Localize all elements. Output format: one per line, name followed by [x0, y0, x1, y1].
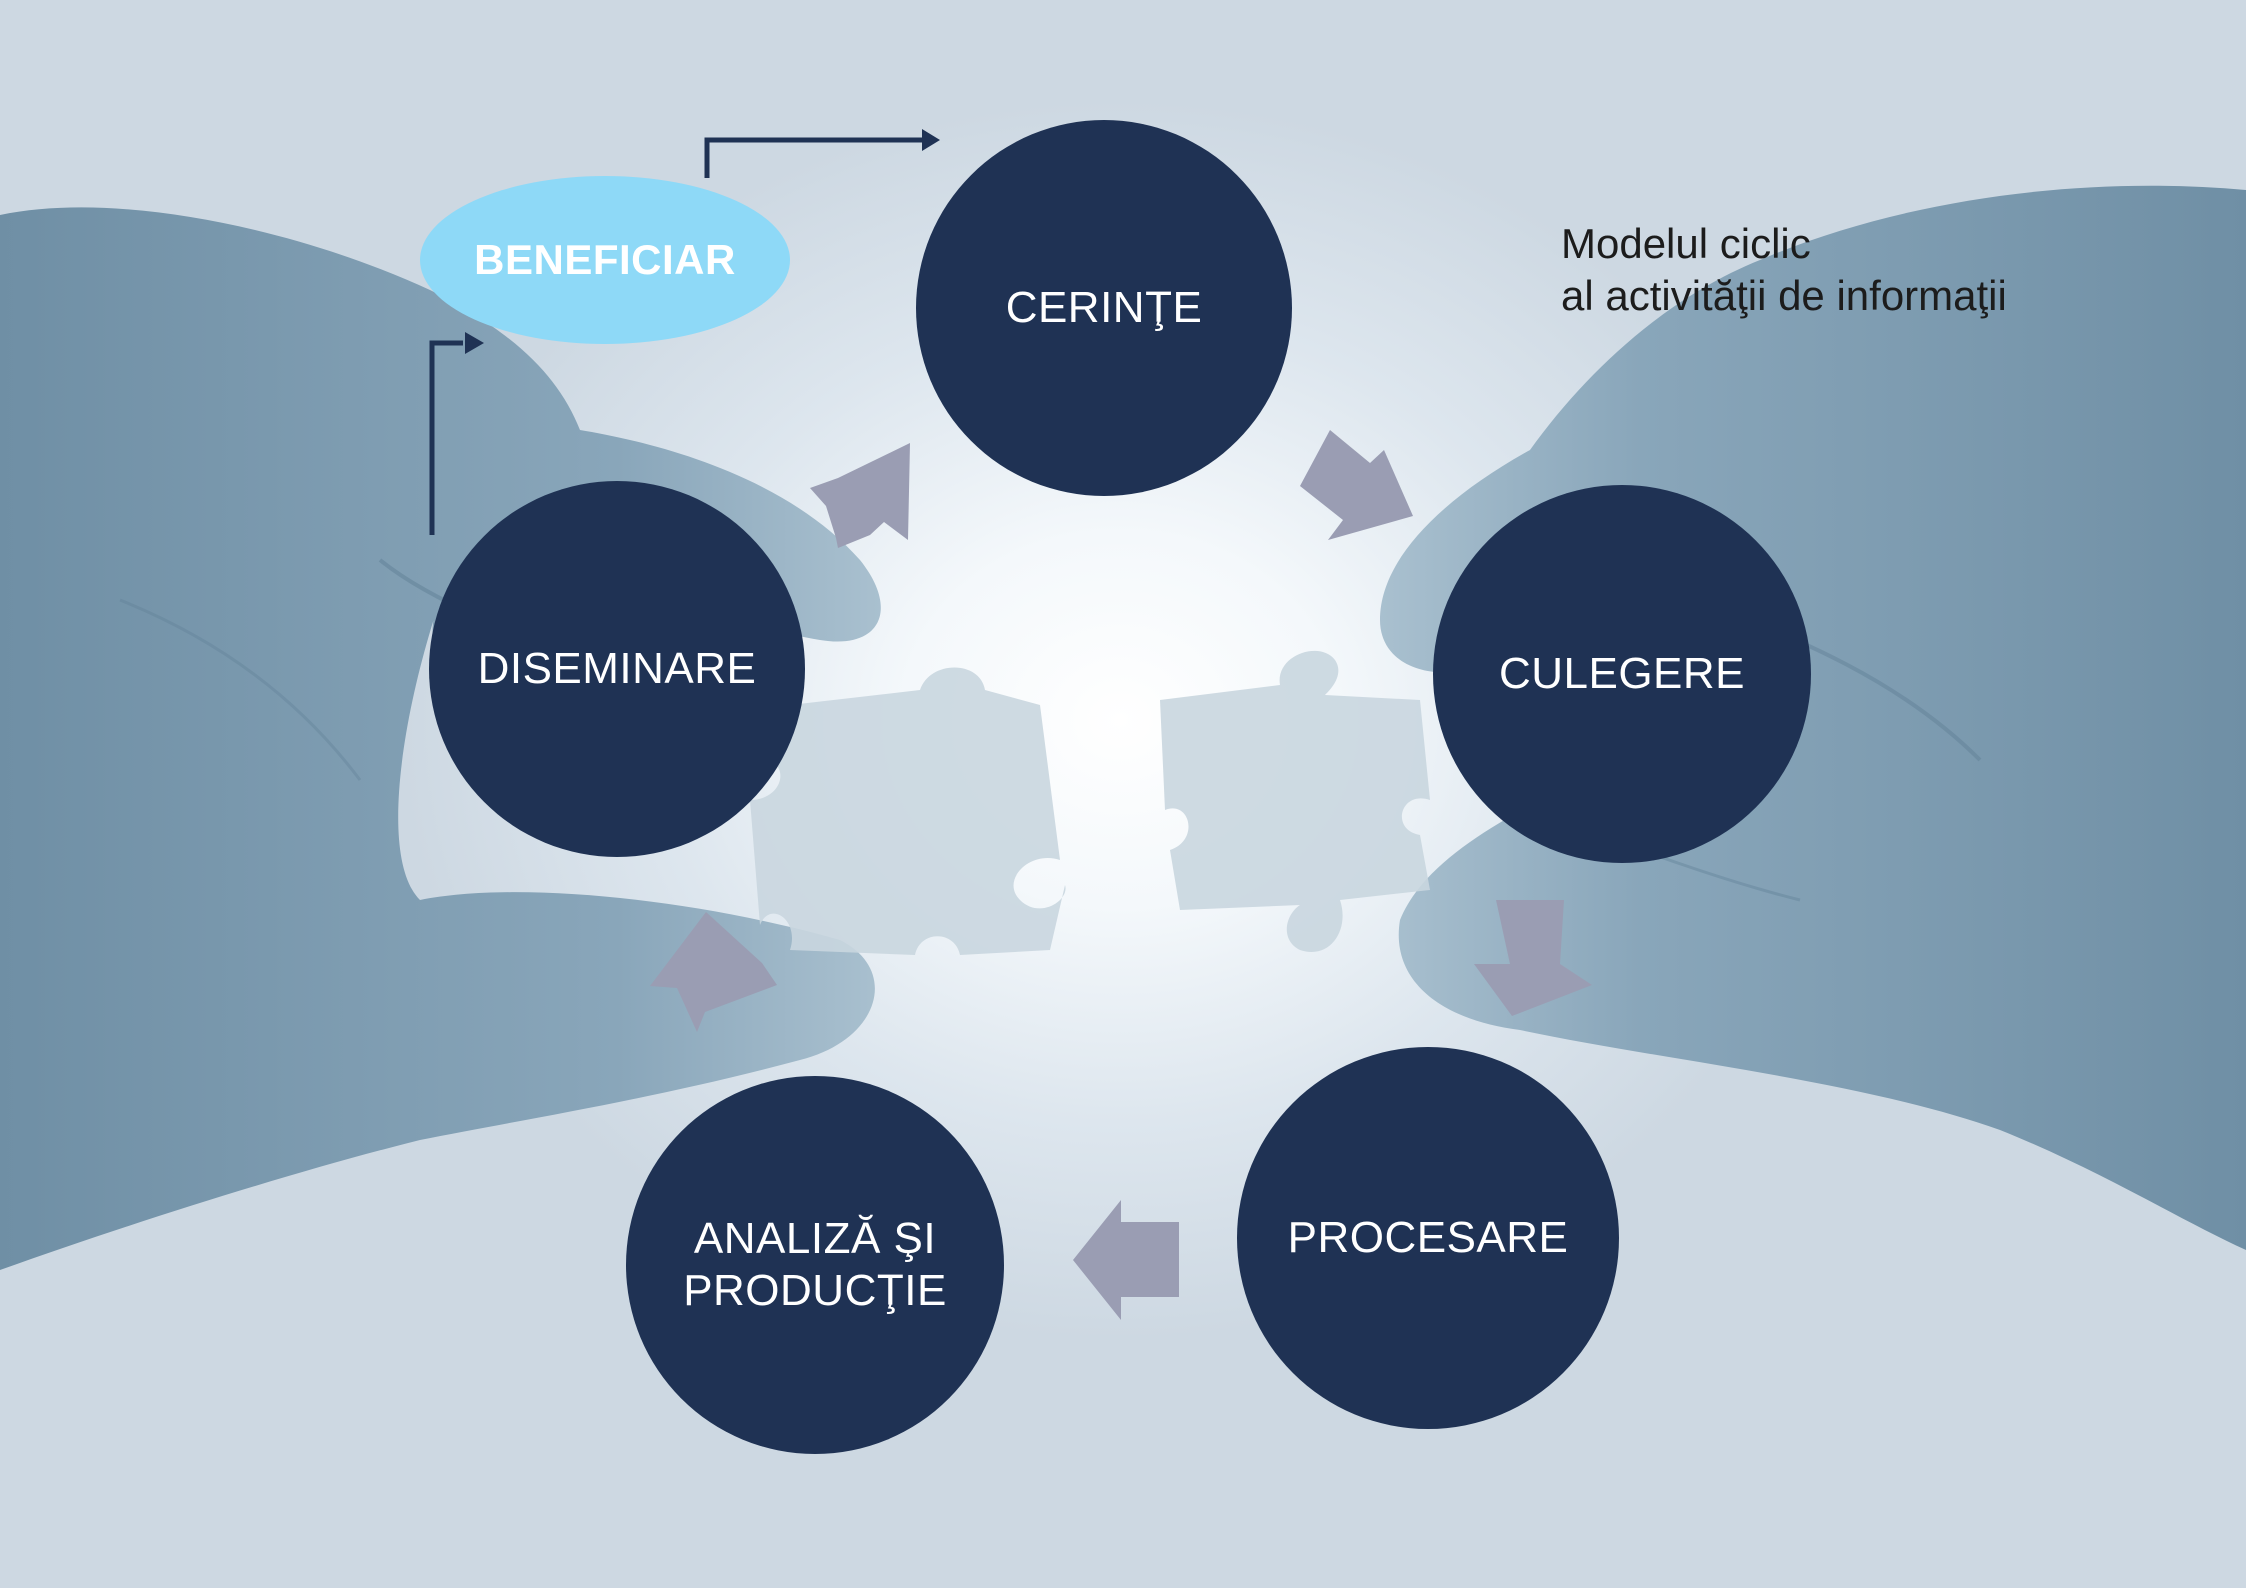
- diagram-title: Modelul ciclic al activităţii de informa…: [1561, 218, 2121, 322]
- stage-culegere: CULEGERE: [1433, 485, 1811, 863]
- stage-label-cerinte: CERINŢE: [1005, 283, 1203, 332]
- arrowhead-to-cerinte: [922, 129, 940, 151]
- stage-cerinte: CERINŢE: [916, 120, 1292, 496]
- stage-label-culegere: CULEGERE: [1498, 649, 1746, 698]
- title-line-1: Modelul ciclic: [1561, 220, 1811, 267]
- beneficiary-label: BENEFICIAR: [474, 236, 736, 283]
- arrow-cerinte-to-culegere: [1300, 430, 1413, 540]
- stage-analiza-productie: ANALIZĂ ŞI PRODUCŢIE: [626, 1076, 1004, 1454]
- stage-procesare: PROCESARE: [1237, 1047, 1619, 1429]
- title-line-2: al activităţii de informaţii: [1561, 272, 2007, 319]
- arrow-procesare-to-analiza: [1073, 1200, 1179, 1320]
- arrowhead-to-beneficiar: [465, 332, 484, 354]
- beneficiary-ellipse: BENEFICIAR: [420, 176, 790, 344]
- beneficiary-connectors: [429, 129, 940, 535]
- arrow-diseminare-to-cerinte: [810, 443, 910, 548]
- stage-label-diseminare: DISEMINARE: [477, 644, 757, 693]
- cycle-arrows: [650, 430, 1592, 1320]
- arrow-analiza-to-diseminare: [650, 912, 777, 1032]
- connector-beneficiar-to-cerinte: [704, 137, 922, 178]
- stage-diseminare: DISEMINARE: [429, 481, 805, 857]
- arrow-culegere-to-procesare: [1474, 900, 1592, 1016]
- connector-diseminare-to-beneficiar: [429, 340, 463, 535]
- stage-label-procesare: PROCESARE: [1287, 1213, 1569, 1262]
- stage-label-analiza: ANALIZĂ ŞI PRODUCŢIE: [683, 1214, 947, 1315]
- puzzle-pieces: [750, 650, 1430, 955]
